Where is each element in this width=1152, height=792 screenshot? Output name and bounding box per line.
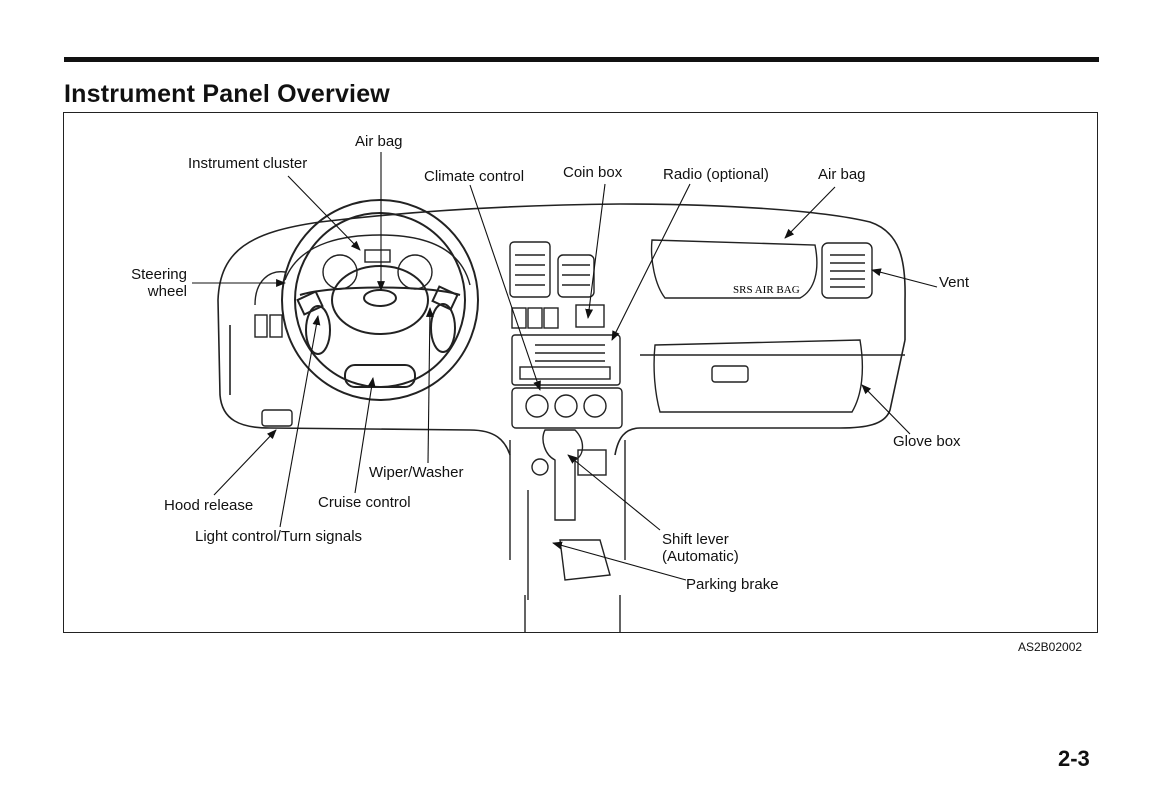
label-air-bag-top: Air bag	[355, 133, 403, 150]
label-cruise-control: Cruise control	[318, 494, 411, 511]
label-glove-box: Glove box	[893, 433, 961, 450]
label-air-bag-right: Air bag	[818, 166, 866, 183]
label-shift-lever-line1: Shift lever	[662, 531, 739, 548]
leader-lines	[192, 152, 937, 580]
label-steering-wheel: Steering wheel	[127, 266, 187, 300]
figure-code: AS2B02002	[1018, 640, 1082, 654]
leader-radio	[612, 184, 690, 340]
label-vent: Vent	[939, 274, 969, 291]
leader-air-bag-right	[785, 187, 835, 238]
passenger-side-shape	[652, 240, 872, 412]
label-shift-lever-line2: (Automatic)	[662, 548, 739, 565]
leader-hood-release	[214, 430, 276, 495]
label-instrument-cluster: Instrument cluster	[188, 155, 307, 172]
label-parking-brake: Parking brake	[686, 576, 779, 593]
label-hood-release: Hood release	[164, 497, 253, 514]
leader-shift-lever	[568, 455, 660, 530]
page-number: 2-3	[1058, 746, 1090, 772]
label-radio: Radio (optional)	[663, 166, 769, 183]
leader-instrument-cluster	[288, 176, 360, 250]
steering-wheel-shape	[282, 200, 478, 400]
leader-light-control	[280, 316, 318, 527]
center-stack-shape	[510, 242, 625, 632]
dashboard-outline	[218, 204, 905, 455]
label-coin-box: Coin box	[563, 164, 622, 181]
label-steering-wheel-line2: wheel	[127, 283, 187, 300]
leader-glove-box	[862, 385, 910, 434]
leader-climate-control	[470, 185, 540, 390]
label-climate-control: Climate control	[424, 168, 524, 185]
label-light-control: Light control/Turn signals	[195, 528, 362, 545]
label-shift-lever: Shift lever (Automatic)	[662, 531, 739, 565]
left-controls-shape	[255, 272, 292, 426]
label-steering-wheel-line1: Steering	[127, 266, 187, 283]
label-wiper-washer: Wiper/Washer	[369, 464, 463, 481]
srs-air-bag-text: SRS AIR BAG	[733, 284, 800, 296]
instrument-cluster-shape	[285, 235, 470, 289]
